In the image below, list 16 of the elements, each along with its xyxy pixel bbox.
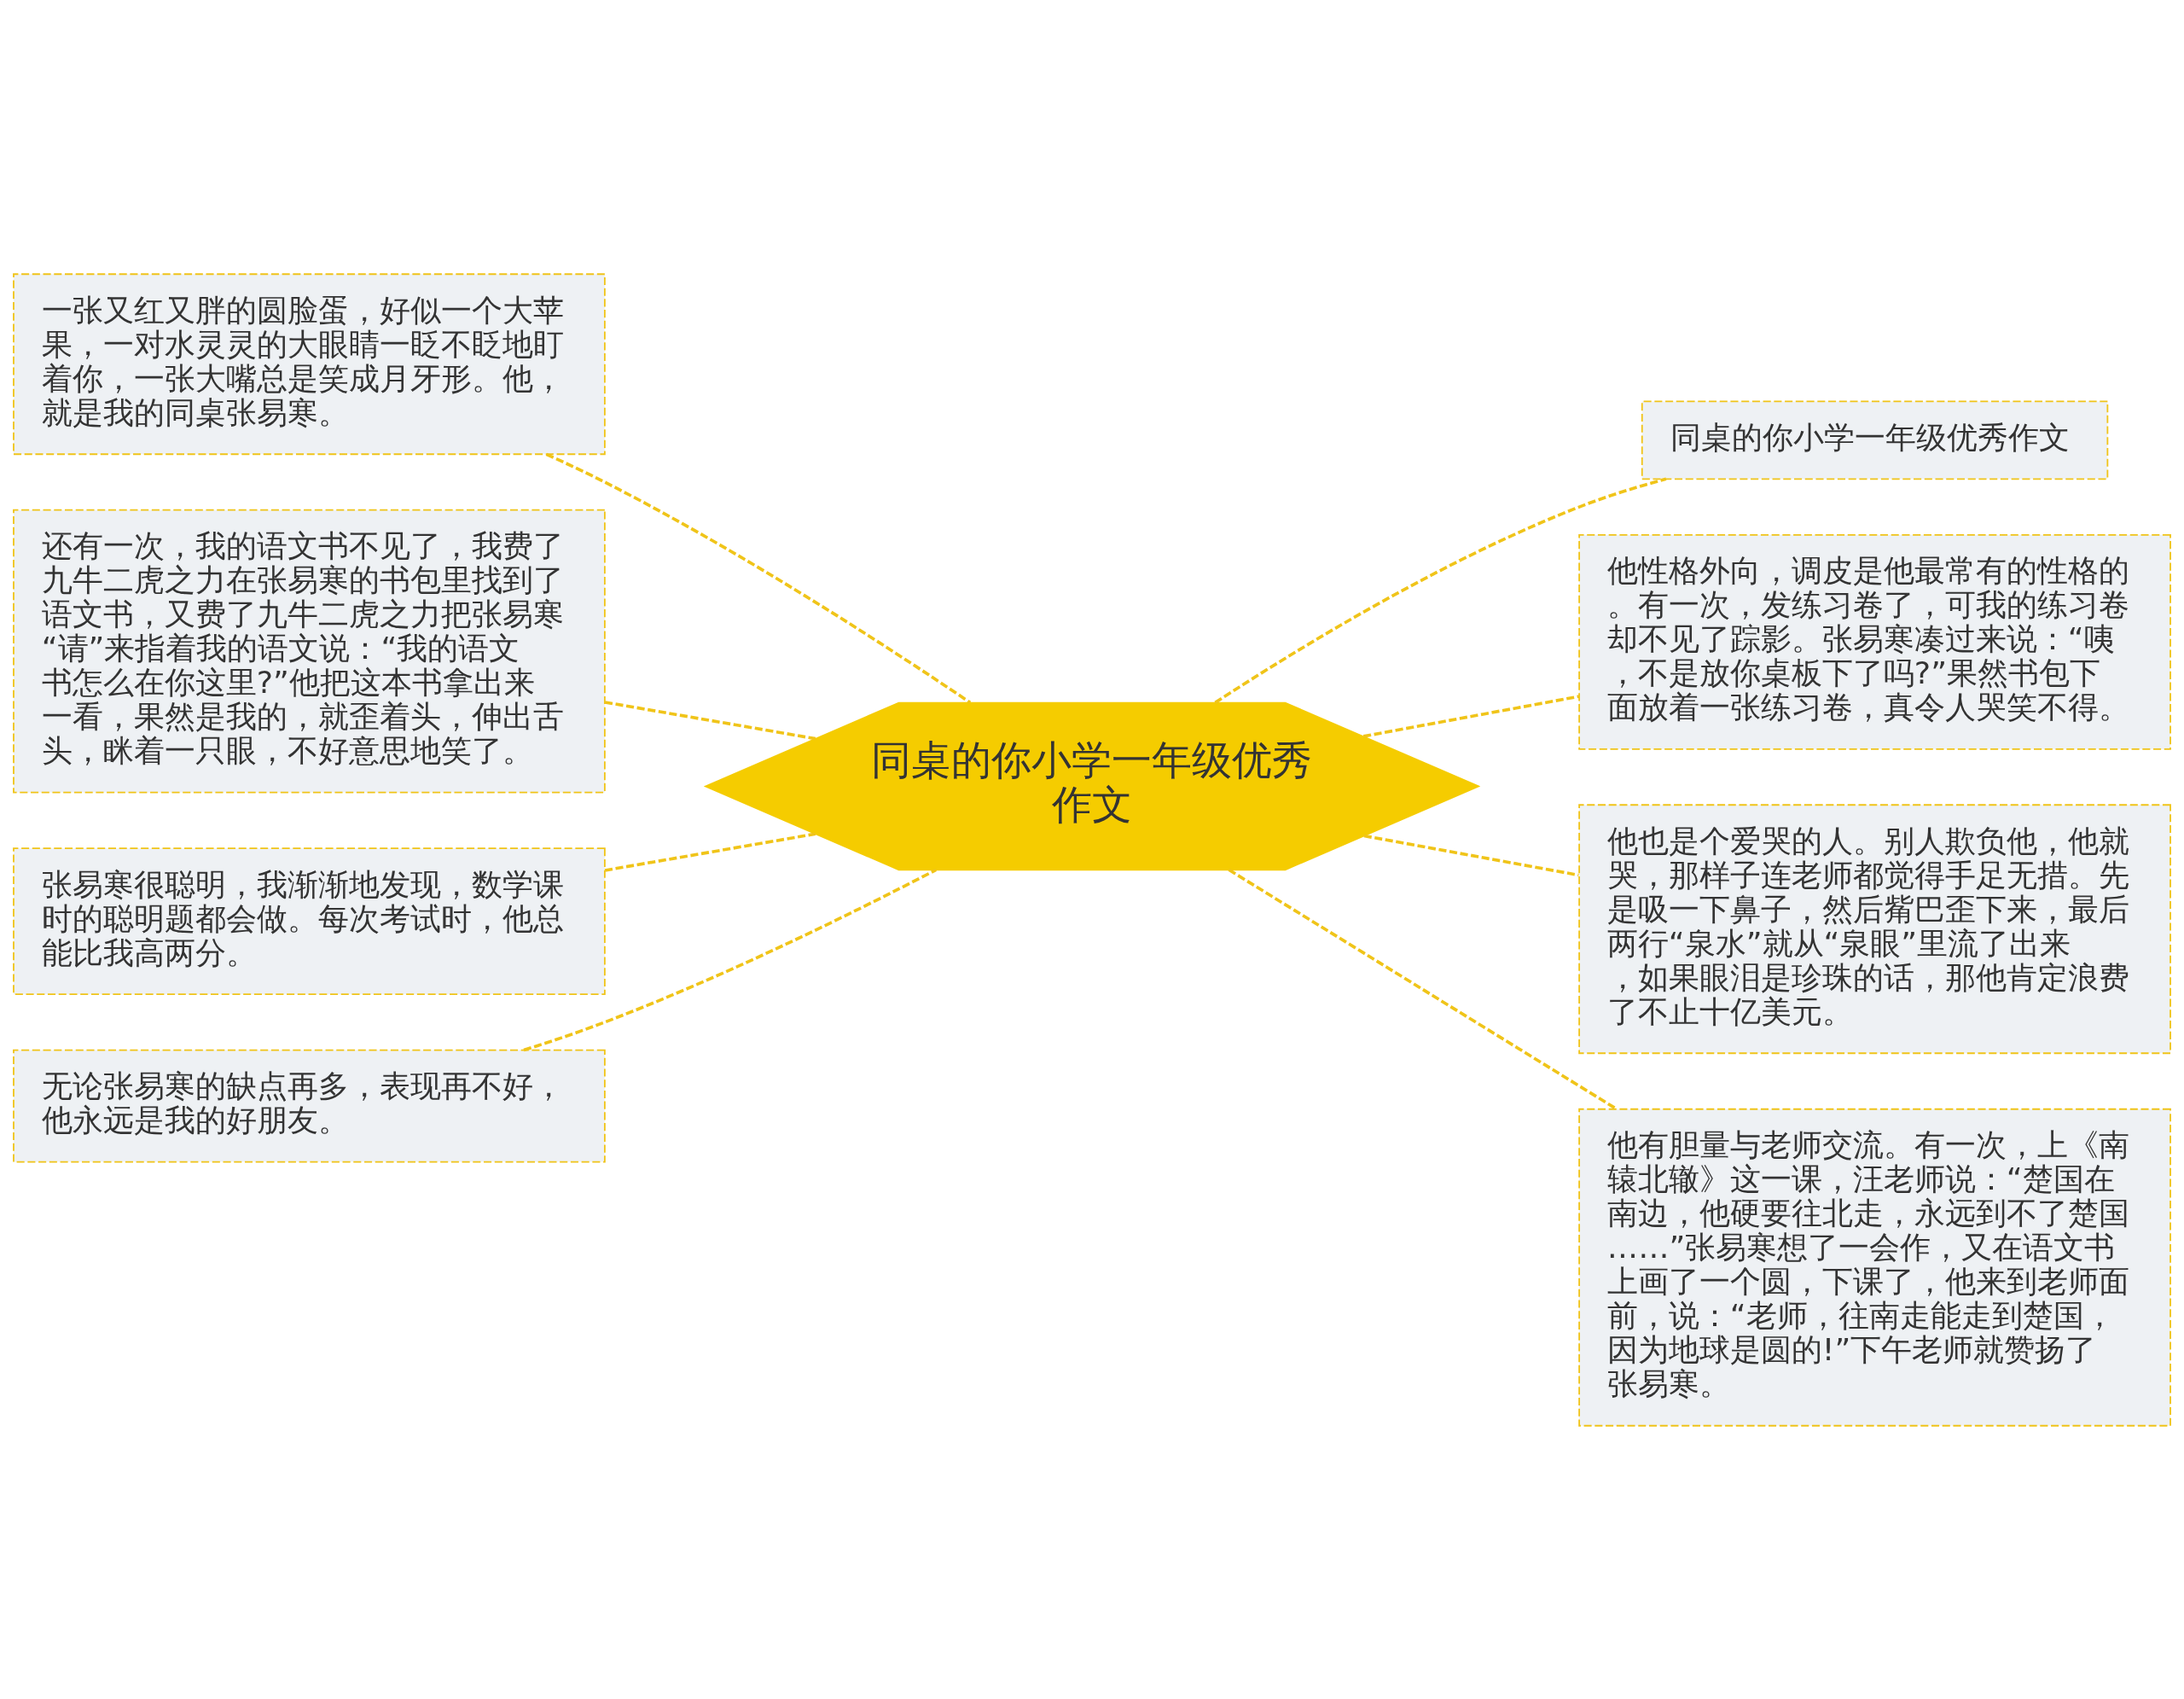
connector [1363,834,1579,876]
connector [604,700,816,740]
connector [1362,694,1580,738]
connector [1214,477,1667,704]
connector [545,452,972,704]
node-box: 无论张易寒的缺点再多，表现再不好，他永远是我的好朋友。 [13,1049,606,1162]
connector [1228,868,1618,1110]
node-box: 还有一次，我的语文书不见了，我费了九牛二虎之力在张易寒的书包里找到了语文书，又费了九牛二虎之力把张易寒“请”来指着我的语文说：“我的语文书怎么在你这里?”他把这本书拿出来一看，果然是我的，就歪着头，伸出舌头，眯着一只眼，不好意思地笑了。 [13,509,606,794]
node-box: 他性格外向，调皮是他最常有的性格的。有一次，发练习卷了，可我的练习卷却不见了踪影。张易寒凑过来说：“咦，不是放你桌板下了吗?”果然书包下面放着一张练习卷，真令人哭笑不得。 [1578,533,2171,750]
node-box: 一张又红又胖的圆脸蛋，好似一个大苹果，一对水灵灵的大眼睛一眨不眨地盯着你，一张大嘴总是笑成月牙形。他，就是我的同桌张易寒。 [13,272,606,455]
node-box: 同桌的你小学一年级优秀作文 [1641,400,2109,480]
node-box: 他有胆量与老师交流。有一次，上《南辕北辙》这一课，汪老师说：“楚国在南边，他硬要往北走，永远到不了楚国……”张易寒想了一会作，又在语文书上画了一个圆，下课了，他来到老师面前，说：“老师，往南走能走到楚国，因为地球是圆的!”下午老师就赞扬了张易寒。 [1578,1108,2171,1427]
connector [604,831,816,872]
node-box: 他也是个爱哭的人。别人欺负他，他就哭，那样子连老师都觉得手足无措。先是吸一下鼻子，然后觜巴歪下来，最后两行“泉水”就从“泉眼”里流了出来，如果眼泪是珍珠的话，那他肯定浪费了不止十亿美元。 [1578,803,2171,1054]
node-box: 张易寒很聪明，我渐渐地发现，数学课时的聪明题都会做。每次考试时，他总能比我高两分。 [13,847,606,995]
connector [523,868,937,1051]
